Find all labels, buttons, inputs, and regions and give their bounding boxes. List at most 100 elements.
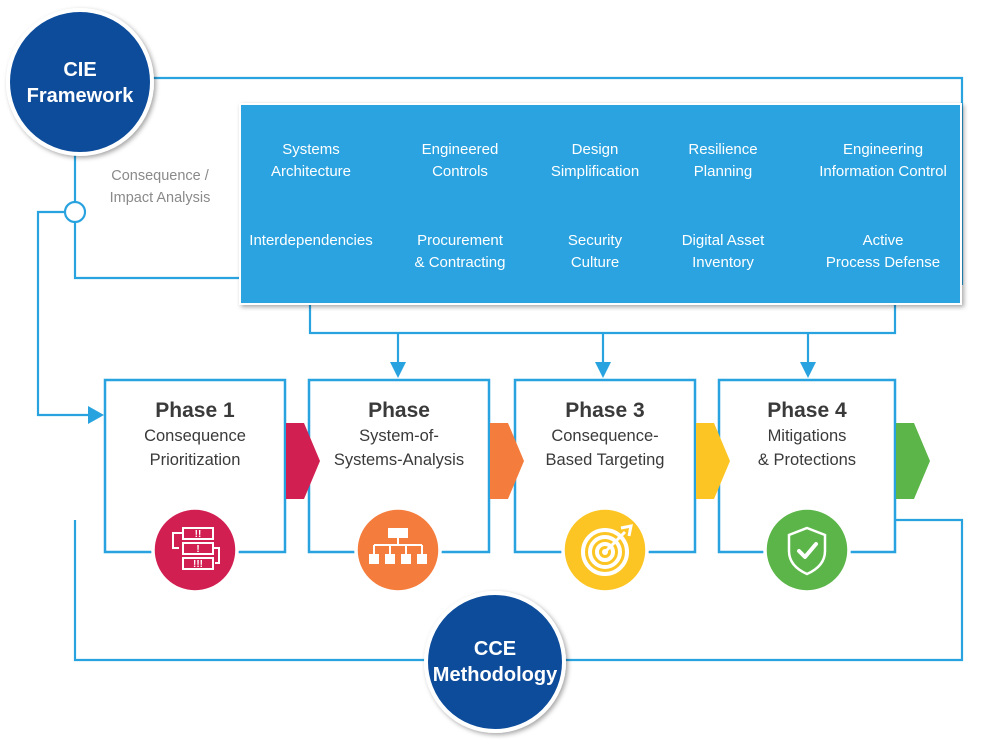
junction-node [63,200,87,224]
arrow-head-phase1 [88,406,104,424]
phase-2-line1: System-of- [359,427,439,445]
priority-link [172,532,183,549]
hierarchy-icon [354,506,442,594]
capability-line: Digital Asset [681,232,765,249]
framework-line2: Framework [26,85,134,107]
capability-line: Security [567,232,623,249]
phase-3-line2: Based Targeting [545,451,665,469]
phase-2-title: Phase [368,399,430,422]
priority-mark: ! [196,544,199,555]
capability-line: Resilience [688,141,758,158]
shield-check-icon [763,506,851,594]
capability-interdependencies: Interdependencies [238,230,384,252]
panel-bottom-line [308,305,897,335]
impact-analysis-label: Consequence / Impact Analysis [95,165,225,209]
arrow-head-phase3 [595,362,611,378]
capabilities-panel [239,103,962,305]
hierarchy-leaf-node [401,554,411,564]
capability-line: & Contracting [414,254,506,271]
framework-line1: CIE [63,59,97,81]
arrow-head-phase4 [800,362,816,378]
framework-circle [6,8,154,156]
capability-line: Active [862,232,904,249]
phase-2-line2: Systems-Analysis [333,451,465,469]
priority-mark: !!! [193,559,203,570]
arrow-heads [88,362,816,424]
capability-line: Controls [432,163,488,180]
capability-engineering-information-control: Engineering Information Control [803,139,963,183]
phase-2-text: Phase System-of- Systems-Analysis [309,398,489,472]
phase1-feed-line [36,210,92,417]
target-ring [588,535,622,569]
capability-line: Architecture [270,163,352,180]
hierarchy-leaf-node [385,554,395,564]
capability-line: Process Defense [825,254,941,271]
priority-link [213,547,220,564]
hierarchy-leaf-node [369,554,379,564]
prioritization-icon: !!!!!! [151,506,239,594]
priority-bar [182,557,214,570]
capability-line: Procurement [417,232,503,249]
phase-1-line2: Prioritization [149,451,241,469]
capability-line: Interdependencies [249,232,373,249]
phase-3-line1: Consequence- [551,427,659,445]
methodology-label: CCE Methodology [426,636,564,688]
capability-line: Engineered [421,141,499,158]
framework-label: CIE Framework [10,57,150,109]
target-arrow-shaft [603,530,627,554]
phase-4-text: Phase 4 Mitigations & Protections [719,398,895,472]
phase-3-text: Phase 3 Consequence- Based Targeting [515,398,695,472]
capability-active-process-defense: Active Process Defense [813,230,953,274]
hierarchy-root-node [388,528,408,538]
hierarchy-links [373,538,423,554]
phase-chevrons [286,423,930,499]
target-icon [561,506,649,594]
phase-1-chevron [286,423,320,499]
phase-icons: !!!!!! [151,506,851,594]
check-mark [797,542,818,559]
capability-design-simplification: Design Simplification [527,139,663,183]
target-ring [581,528,629,576]
impact-line1: Consequence / [111,168,209,184]
phase-4-chevron [896,423,930,499]
capability-line: Planning [693,163,753,180]
impact-line2: Impact Analysis [109,190,211,206]
phase-2-icon-circle [354,506,442,594]
arrow-head-phase2 [390,362,406,378]
capability-line: Simplification [550,163,640,180]
hierarchy-leaf-node [417,554,427,564]
methodology-line1: CCE [473,638,517,660]
phase-2-chevron [490,423,524,499]
phase-4-line2: & Protections [757,451,857,469]
methodology-circle [424,591,566,733]
capability-security-culture: Security Culture [527,230,663,274]
methodology-loop-line [73,518,964,662]
phase-3-title: Phase 3 [565,399,645,422]
capability-line: Information Control [819,163,947,180]
phase-4-line1: Mitigations [767,427,847,445]
phase-1-text: Phase 1 Consequence Prioritization [105,398,285,472]
capability-procurement-contracting: Procurement & Contracting [392,230,528,274]
target-ring [595,542,615,562]
capability-line: Design [571,141,619,158]
phase-1-title: Phase 1 [155,399,235,422]
phase-4-title: Phase 4 [767,399,847,422]
capability-line: Systems [282,141,340,158]
phase-4-icon-circle [763,506,851,594]
capability-line: Culture [570,254,620,271]
framework-left-line [73,148,240,280]
capability-line: Inventory [692,254,754,271]
target-arrow-fletch [620,524,633,537]
priority-mark: !! [195,529,202,540]
capability-resilience-planning: Resilience Planning [655,139,791,183]
capability-line: Engineering [842,141,924,158]
capability-digital-asset-inventory: Digital Asset Inventory [655,230,791,274]
methodology-line2: Methodology [432,664,558,686]
shield-outline [787,526,827,576]
capability-systems-architecture: Systems Architecture [243,139,379,183]
phase-1-icon-circle [151,506,239,594]
phase-1-line1: Consequence [144,427,246,445]
phase-3-chevron [696,423,730,499]
